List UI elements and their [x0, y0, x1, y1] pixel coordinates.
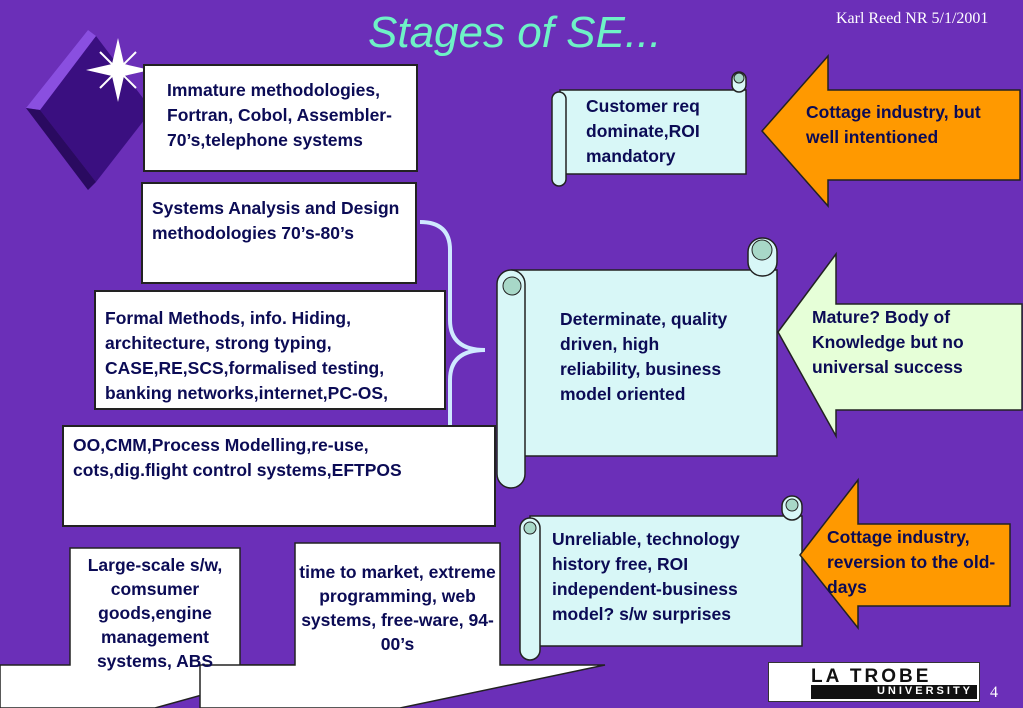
stage-box-2: Systems Analysis and Design methodologie… [141, 182, 417, 284]
university-logo: LA TROBE UNIVERSITY [768, 662, 980, 702]
scroll-text-1: Customer req dominate,ROI mandatory [586, 96, 700, 166]
bottom-stage-2: time to market, extreme programming, web… [299, 562, 496, 654]
scroll-text-3: Unreliable, technology history free, ROI… [552, 529, 740, 624]
page-title: Stages of SE... [368, 8, 662, 57]
logo-name: LA TROBE [811, 666, 932, 687]
left-arrow-3 [799, 477, 1011, 631]
stage-text-3: Formal Methods, info. Hiding, architectu… [105, 308, 388, 403]
scroll-shape-1 [551, 71, 747, 187]
stage-text-1: Immature methodologies, Fortran, Cobol, … [167, 80, 392, 150]
arrow-text-1: Cottage industry, but well intentioned [806, 102, 981, 147]
scroll-text-2: Determinate, quality driven, high reliab… [560, 309, 728, 404]
author-date: Karl Reed NR 5/1/2001 [836, 10, 989, 27]
stage-text-4: OO,CMM,Process Modelling,re-use, cots,di… [73, 435, 402, 480]
stage-box-3: Formal Methods, info. Hiding, architectu… [94, 290, 446, 410]
bottom-stage-1: Large-scale s/w, comsumer goods,engine m… [87, 555, 223, 671]
stage-text-2: Systems Analysis and Design methodologie… [152, 198, 400, 243]
stage-box-4: OO,CMM,Process Modelling,re-use, cots,di… [62, 425, 496, 527]
sparkle-icon [86, 38, 150, 102]
left-arrow-2 [777, 251, 1023, 439]
scroll-shape-2 [496, 237, 778, 489]
page-number: 4 [990, 684, 998, 701]
arrow-text-3: Cottage industry, reversion to the old-d… [827, 527, 996, 597]
scroll-shape-3 [519, 495, 803, 661]
arrow-text-2: Mature? Body of Knowledge but no univers… [812, 307, 964, 377]
stage-box-1: Immature methodologies, Fortran, Cobol, … [143, 64, 418, 172]
left-arrow-1 [761, 54, 1021, 208]
logo-subtitle: UNIVERSITY [876, 685, 973, 697]
down-arrow-right [199, 542, 606, 708]
